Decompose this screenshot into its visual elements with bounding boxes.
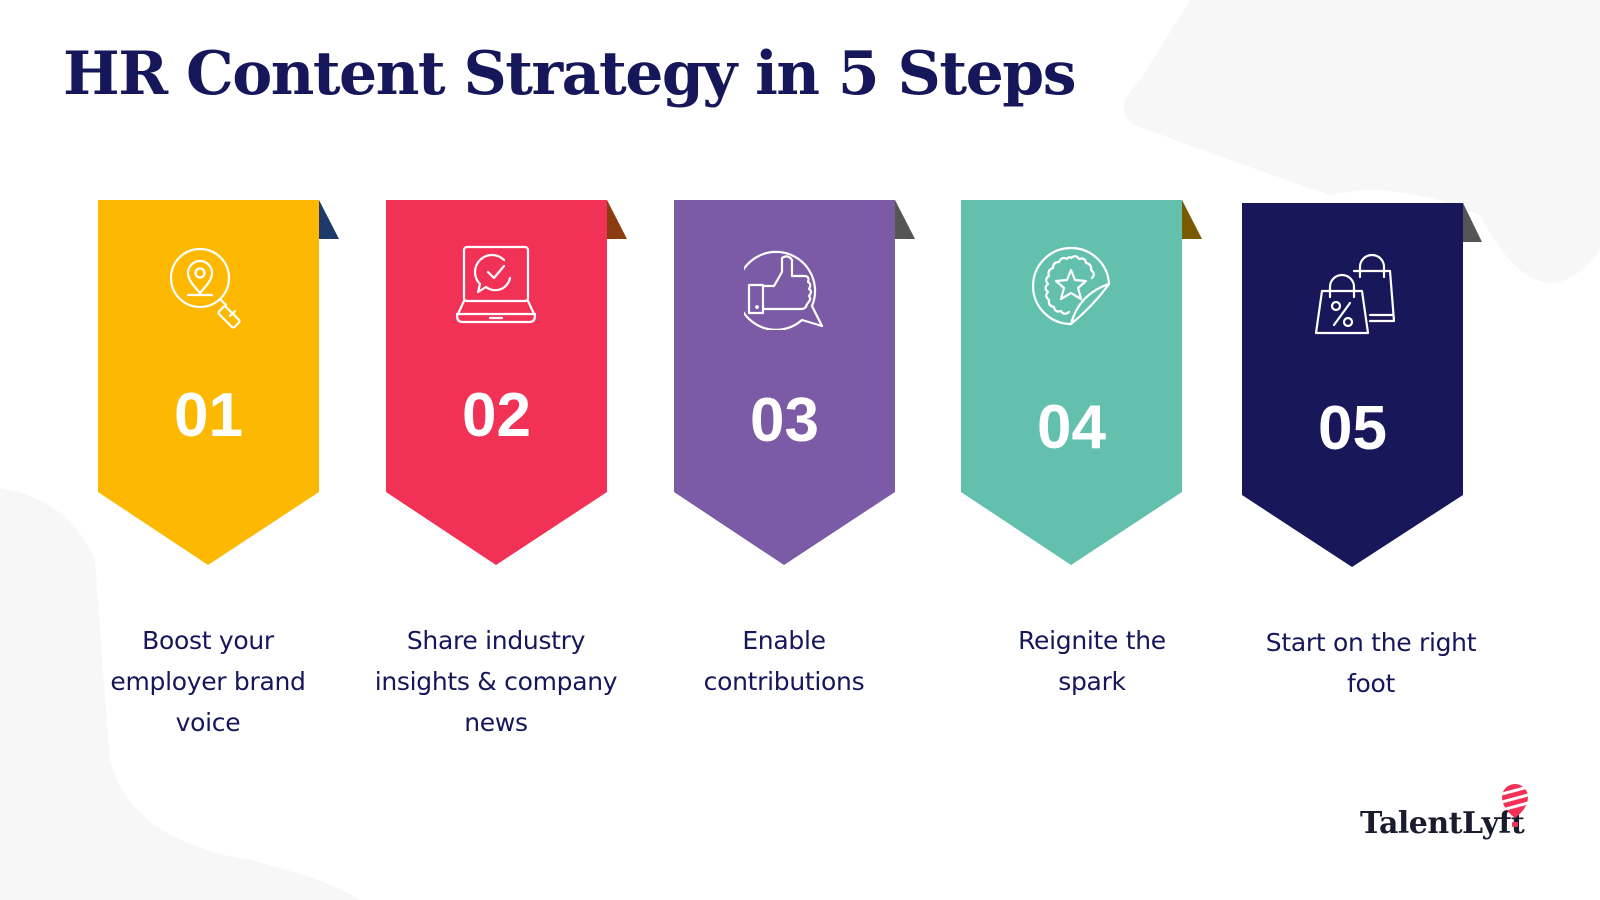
laptop-chat-check-icon: [455, 245, 537, 324]
caption-line: Reignite the: [1018, 626, 1166, 655]
step-caption: Share industry insights & company news: [366, 620, 626, 743]
step-number: 05: [1318, 394, 1387, 463]
caption-line: Share industry: [406, 626, 586, 655]
ribbon-shape: [1242, 203, 1482, 567]
talentlyft-logo: TalentLyft: [1360, 784, 1560, 860]
step-number: 02: [462, 381, 531, 450]
step-caption: Reignite the spark: [962, 620, 1222, 702]
ribbon-shape: [674, 200, 915, 565]
step-03: 03: [674, 200, 916, 580]
caption-line: news: [464, 708, 528, 737]
step-number: 01: [174, 381, 243, 450]
step-04: 04: [961, 200, 1203, 580]
caption-line: spark: [1058, 667, 1126, 696]
caption-line: Enable: [742, 626, 826, 655]
caption-line: Start on the right: [1265, 628, 1477, 657]
step-caption: Start on the right foot: [1241, 622, 1501, 704]
ribbon-shape: [98, 200, 339, 565]
caption-line: foot: [1347, 669, 1395, 698]
caption-line: employer brand: [110, 667, 306, 696]
caption-line: voice: [175, 708, 241, 737]
location-search-icon: [169, 247, 241, 329]
ribbon-shape: [961, 200, 1202, 565]
step-number: 04: [1037, 393, 1106, 462]
ribbon-shape: [386, 200, 627, 565]
step-01: 01: [98, 200, 340, 580]
caption-line: contributions: [703, 667, 865, 696]
step-05: 05: [1242, 203, 1484, 583]
shopping-bags-percent-icon: [1314, 253, 1396, 335]
brand-name: TalentLyft: [1360, 806, 1525, 841]
step-caption: Boost your employer brand voice: [78, 620, 338, 743]
page-title: HR Content Strategy in 5 Steps: [63, 39, 1076, 109]
caption-line: insights & company: [374, 667, 618, 696]
thumbs-up-speech-bubble-icon: [744, 250, 824, 330]
star-badge-sticker-icon: [1031, 246, 1111, 326]
step-02: 02: [386, 200, 628, 580]
step-number: 03: [750, 386, 819, 455]
hot-air-balloon-icon: [1502, 784, 1528, 827]
step-caption: Enable contributions: [654, 620, 914, 702]
caption-line: Boost your: [142, 626, 274, 655]
